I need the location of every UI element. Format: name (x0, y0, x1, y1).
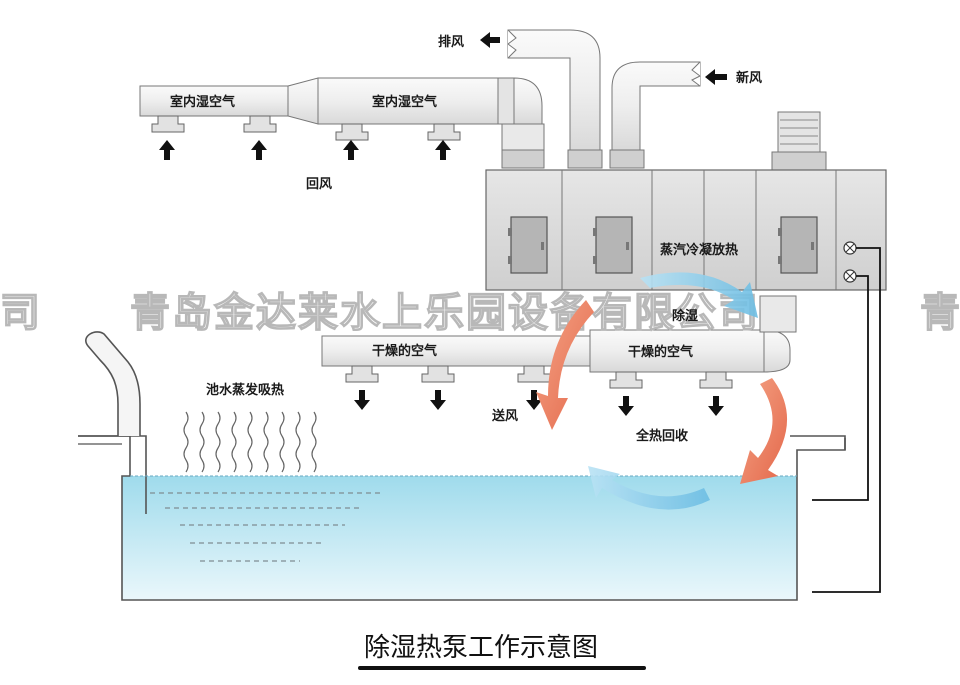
caption-title: 除湿热泵工作示意图 (364, 633, 598, 663)
watermark: 青岛金达莱水上乐园设备有限公司 司 青 (0, 289, 960, 336)
dehumidify-label: 除湿 (672, 308, 698, 324)
return-air-label: 回风 (306, 177, 332, 192)
supply-duct-label-2: 干燥的空气 (628, 344, 693, 360)
caption-underline (358, 666, 646, 670)
supply-down-arrows (354, 390, 724, 416)
fresh-air-duct (609, 61, 701, 169)
pool-wall (78, 435, 846, 601)
watermark-main: 青岛金达莱水上乐园设备有限公司 (130, 290, 760, 336)
pool-ladder-rail (85, 331, 141, 436)
pool-ledge (78, 435, 147, 514)
supply-air-label: 送风 (491, 408, 518, 424)
watermark-right: 青 (920, 290, 960, 336)
pipe-fittings (843, 241, 857, 283)
watermark-left: 司 (0, 290, 42, 336)
heat-recovery-label: 全热回收 (635, 428, 689, 444)
exhaust-duct (507, 29, 603, 169)
return-duct-label-1: 室内湿空气 (170, 94, 235, 110)
pool-evaporation-label: 池水蒸发吸热 (206, 382, 284, 398)
labels: 室内湿空气 室内湿空气 回风 排风 新风 蒸汽冷凝放热 除湿 干燥的空气 干燥的… (170, 34, 762, 444)
exhaust-arrow (480, 32, 500, 48)
supply-diffusers (345, 365, 733, 389)
fresh-air-label: 新风 (736, 70, 762, 86)
evaporation-lines (183, 411, 317, 473)
connecting-pipes (812, 247, 881, 593)
return-up-arrows (159, 140, 451, 160)
condense-label: 蒸汽冷凝放热 (660, 242, 738, 258)
access-doors (508, 216, 818, 274)
return-diffusers (151, 115, 461, 141)
supply-duct-label-1: 干燥的空气 (372, 343, 437, 359)
cool-arrow-bottom (588, 466, 710, 510)
supply-air-duct (321, 295, 797, 373)
warm-arrow-left (536, 300, 594, 430)
return-duct-label-2: 室内湿空气 (372, 94, 437, 110)
warm-arrow-right (740, 378, 788, 484)
fresh-air-arrow (705, 69, 727, 85)
caption: 除湿热泵工作示意图 (358, 633, 646, 670)
cool-arrow-top (640, 272, 758, 318)
circulation-arrows (536, 272, 788, 510)
water-ripples (150, 492, 380, 562)
top-louver (771, 111, 827, 171)
exhaust-label: 排风 (438, 34, 464, 50)
heat-pump-unit (485, 169, 887, 291)
return-air-duct (139, 77, 545, 169)
